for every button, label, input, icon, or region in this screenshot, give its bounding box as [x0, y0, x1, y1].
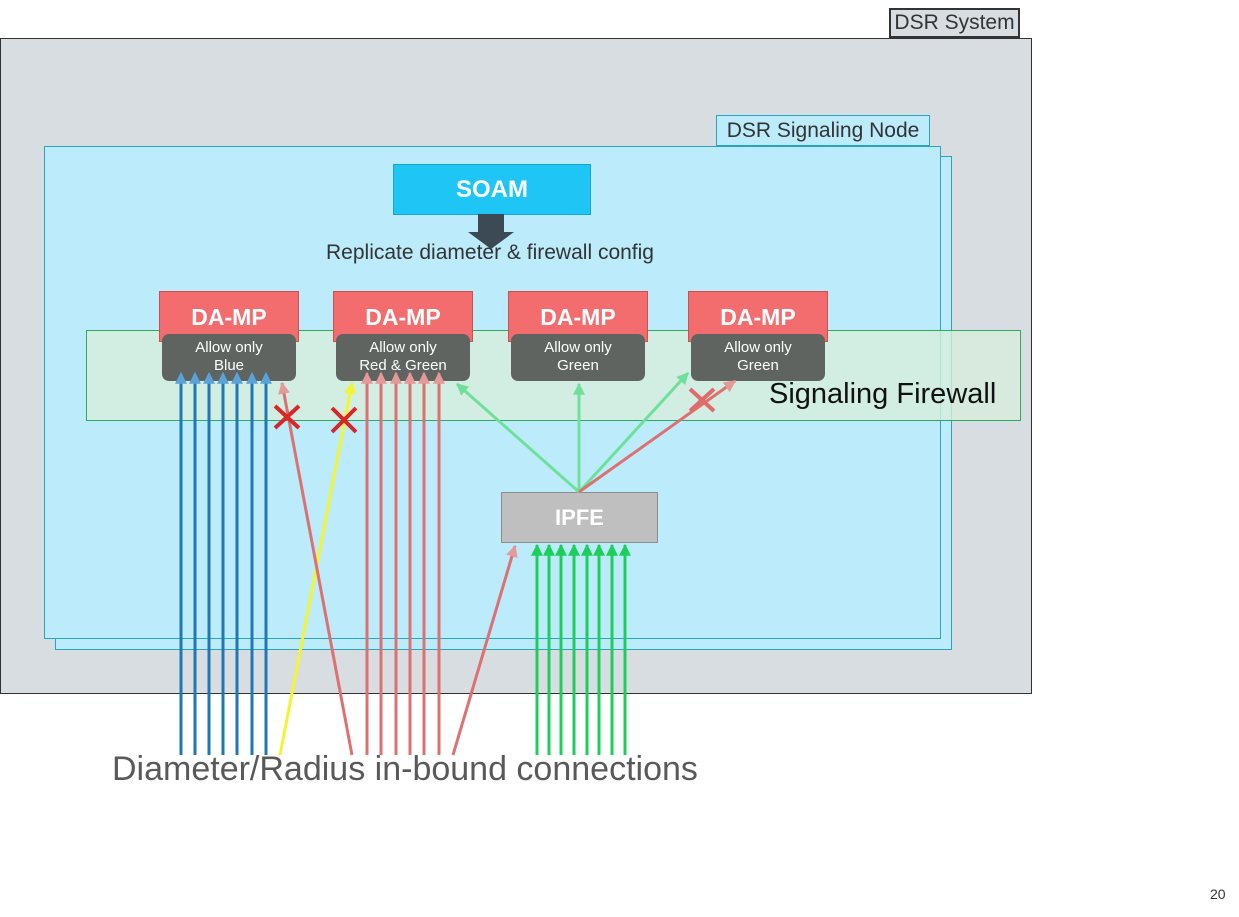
allow-rule-3: Allow only Green: [511, 334, 645, 381]
ipfe-to-damp4-arrow: [577, 371, 690, 494]
da-mp-2: DA-MP: [333, 291, 473, 342]
allow-rule-2-line1: Allow only: [369, 339, 437, 356]
inbound-connections-label: Diameter/Radius in-bound connections: [112, 750, 698, 788]
allow-rule-4: Allow only Green: [691, 334, 825, 381]
da-mp-1: DA-MP: [159, 291, 299, 342]
allow-rule-2-line2: Red & Green: [359, 357, 447, 374]
signaling-firewall-label: Signaling Firewall: [769, 378, 997, 410]
signaling-node-label: DSR Signaling Node: [716, 115, 930, 146]
allow-rule-3-line1: Allow only: [544, 339, 612, 356]
allow-rule-2: Allow only Red & Green: [336, 334, 470, 381]
ipfe-to-damp2-arrow: [456, 382, 580, 494]
allow-rule-1-line2: Blue: [213, 357, 245, 374]
red-arrow-to-ipfe: [451, 544, 518, 756]
replicate-text: Replicate diameter & firewall config: [326, 241, 654, 264]
da-mp-3: DA-MP: [508, 291, 648, 342]
allow-rule-4-line1: Allow only: [724, 339, 792, 356]
da-mp-4: DA-MP: [688, 291, 828, 342]
blocked-cross-icon-1: [273, 404, 301, 430]
ipfe-box: IPFE: [501, 492, 658, 543]
dsr-system-label: DSR System: [889, 8, 1020, 38]
red-arrow-blocked-1: [278, 381, 354, 756]
replicate-arrow-icon: [468, 214, 514, 249]
blocked-cross-icon-2: [330, 406, 358, 434]
allow-rule-3-line2: Green: [557, 357, 599, 374]
blocked-cross-icon-3: [688, 387, 716, 413]
ipfe-to-damp4-blocked-arrow: [578, 379, 736, 494]
page-number: 20: [1210, 886, 1226, 902]
allow-rule-4-line2: Green: [737, 357, 779, 374]
allow-rule-1-line1: Allow only: [195, 339, 263, 356]
